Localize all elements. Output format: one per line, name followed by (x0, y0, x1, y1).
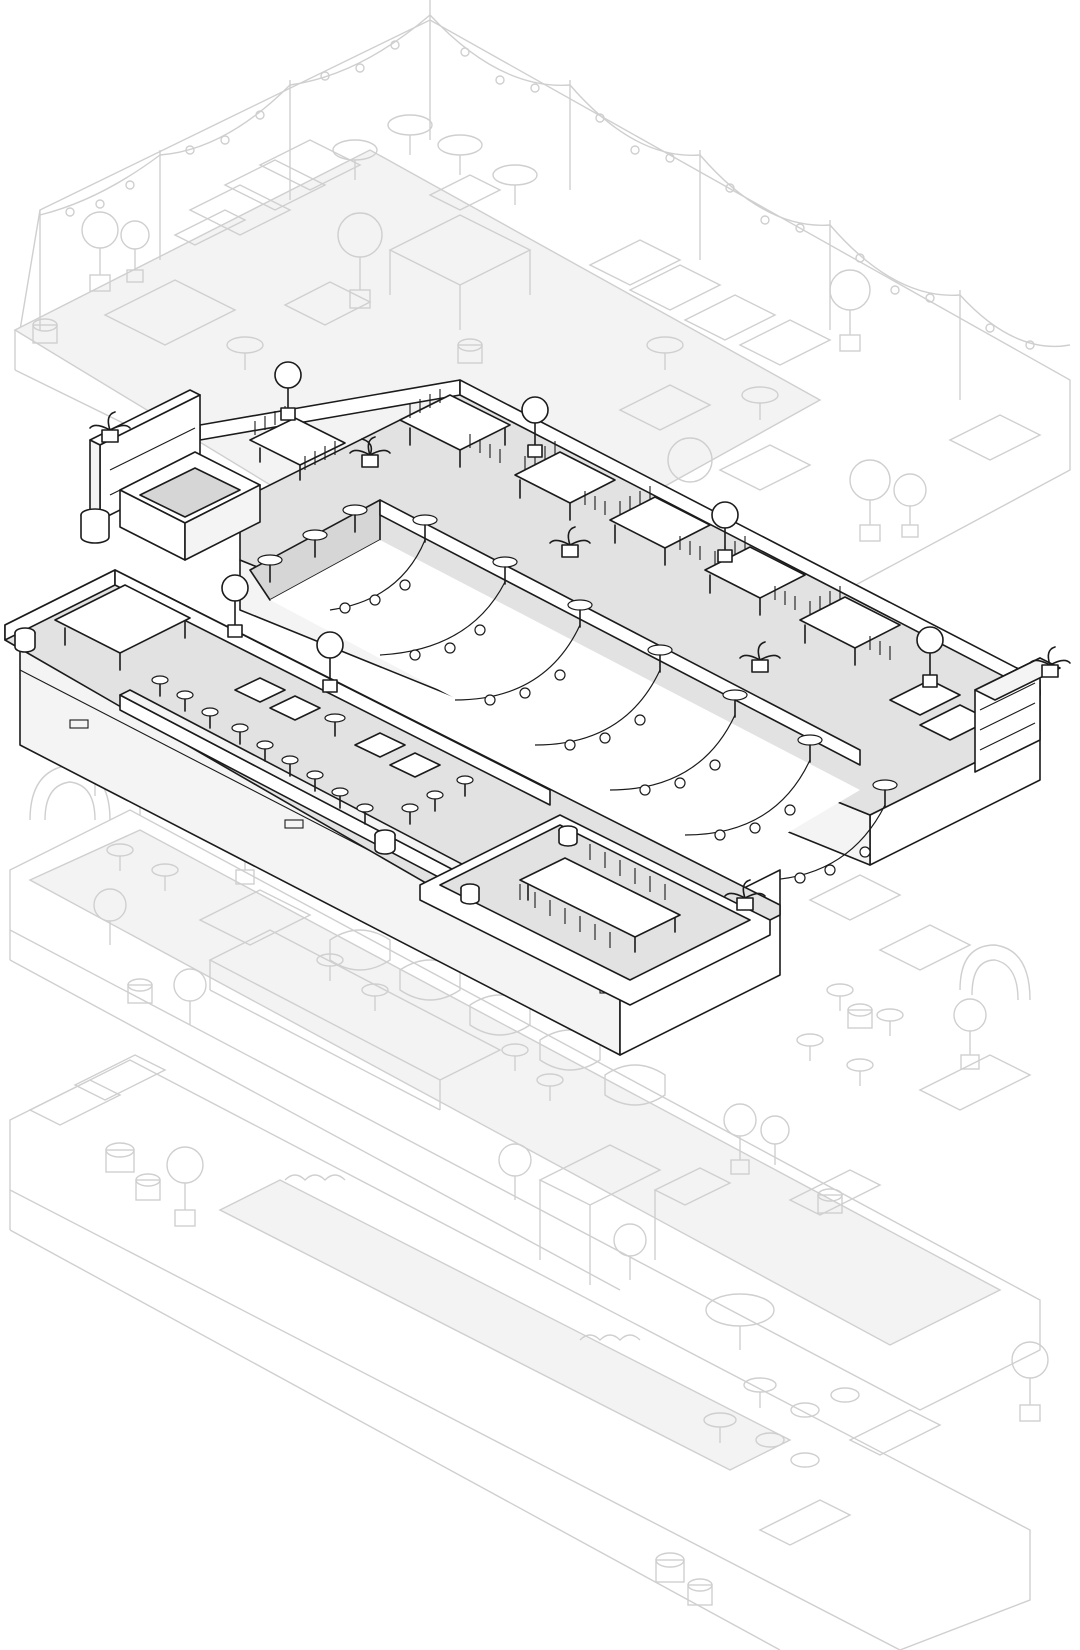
barrel-icon (460, 825, 578, 905)
private-dining-room (419, 814, 771, 1006)
palm-plant-icon (724, 879, 766, 911)
potted-tree-icon (916, 626, 944, 688)
potted-tree-icon (521, 396, 549, 458)
palm-plant-icon (549, 526, 591, 558)
potted-tree-icon (274, 361, 302, 421)
round-table-icon (151, 675, 474, 825)
featured-level (4, 361, 1071, 1056)
potted-tree-icon (221, 574, 249, 638)
long-table-icon (519, 857, 681, 953)
ground-level-ghost (9, 1054, 1049, 1650)
palm-plant-icon (89, 411, 131, 443)
palm-plant-icon (1029, 646, 1071, 678)
palm-plant-icon (739, 641, 781, 673)
string-light-icon (329, 539, 886, 884)
long-table-icon (399, 394, 511, 468)
barrel-icon (14, 627, 396, 855)
lower-level-ghost (9, 764, 1041, 1411)
palm-plant-icon (349, 436, 391, 468)
long-table-icon (54, 584, 191, 671)
bar-counter (80, 361, 346, 561)
barrel-icon (80, 508, 110, 544)
round-table-icon (257, 504, 898, 808)
potted-tree-icon (711, 501, 739, 563)
right-wing-banquet (199, 379, 1071, 866)
potted-tree-icon (316, 631, 344, 693)
